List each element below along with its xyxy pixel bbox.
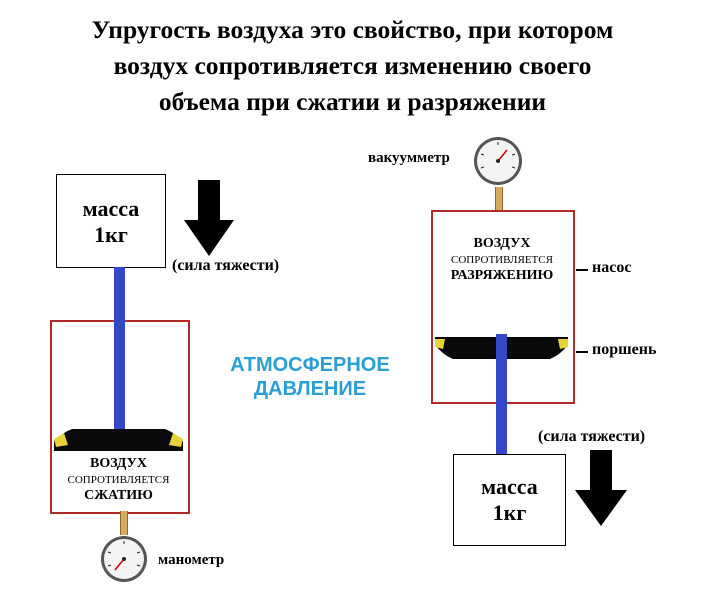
left-air-line-3: СЖАТИЮ [84,488,153,503]
right-mass-value: 1кг [492,500,527,525]
left-gauge-tube [120,511,128,535]
atmospheric-pressure-label: АТМОСФЕРНОЕ ДАВЛЕНИЕ [210,353,410,401]
left-mass-label: масса [82,196,140,221]
right-air-label: ВОЗДУХ СОПРОТИВЛЯЕТСЯ РАЗРЯЖЕНИЮ [433,236,571,284]
pump-label: насос [592,259,632,276]
piston-label: поршень [592,341,657,358]
right-air-line-3: РАЗРЯЖЕНИЮ [450,268,554,283]
title-line-3: объема при сжатии и разряжении [158,87,547,116]
left-air-line-2: СОПРОТИВЛЯЕТСЯ [67,474,170,486]
vacuum-gauge-icon [474,137,522,185]
manometer-label: манометр [158,552,225,568]
right-mass-label: масса [481,474,538,499]
page-title: Упругость воздуха это свойство, при кото… [0,12,705,120]
right-piston-rod [496,334,507,454]
atmospheric-line-2: ДАВЛЕНИЕ [253,378,367,400]
left-mass-box: масса 1кг [56,174,166,268]
vacuum-gauge-label: вакуумметр [368,150,450,166]
pressure-gauge-icon [101,536,147,582]
left-force-label: (сила тяжести) [172,257,280,274]
left-air-line-1: ВОЗДУХ [90,456,147,471]
right-air-line-2: СОПРОТИВЛЯЕТСЯ [451,254,553,266]
left-piston [54,429,183,451]
right-gauge-tube [495,187,503,211]
left-air-label: ВОЗДУХ СОПРОТИВЛЯЕТСЯ СЖАТИЮ [52,456,185,504]
atmospheric-line-1: АТМОСФЕРНОЕ [230,354,390,376]
right-mass-box: масса 1кг [453,454,566,546]
right-air-line-1: ВОЗДУХ [473,236,531,251]
piston-leader-line [576,351,588,353]
title-line-1: Упругость воздуха это свойство, при кото… [91,15,614,44]
pump-leader-line [576,269,588,271]
right-force-label: (сила тяжести) [538,428,646,445]
left-mass-value: 1кг [94,222,128,247]
down-arrow-icon [575,450,627,526]
title-line-2: воздух сопротивляется изменению своего [113,51,592,80]
down-arrow-icon [184,180,234,256]
left-piston-rod [114,267,125,449]
